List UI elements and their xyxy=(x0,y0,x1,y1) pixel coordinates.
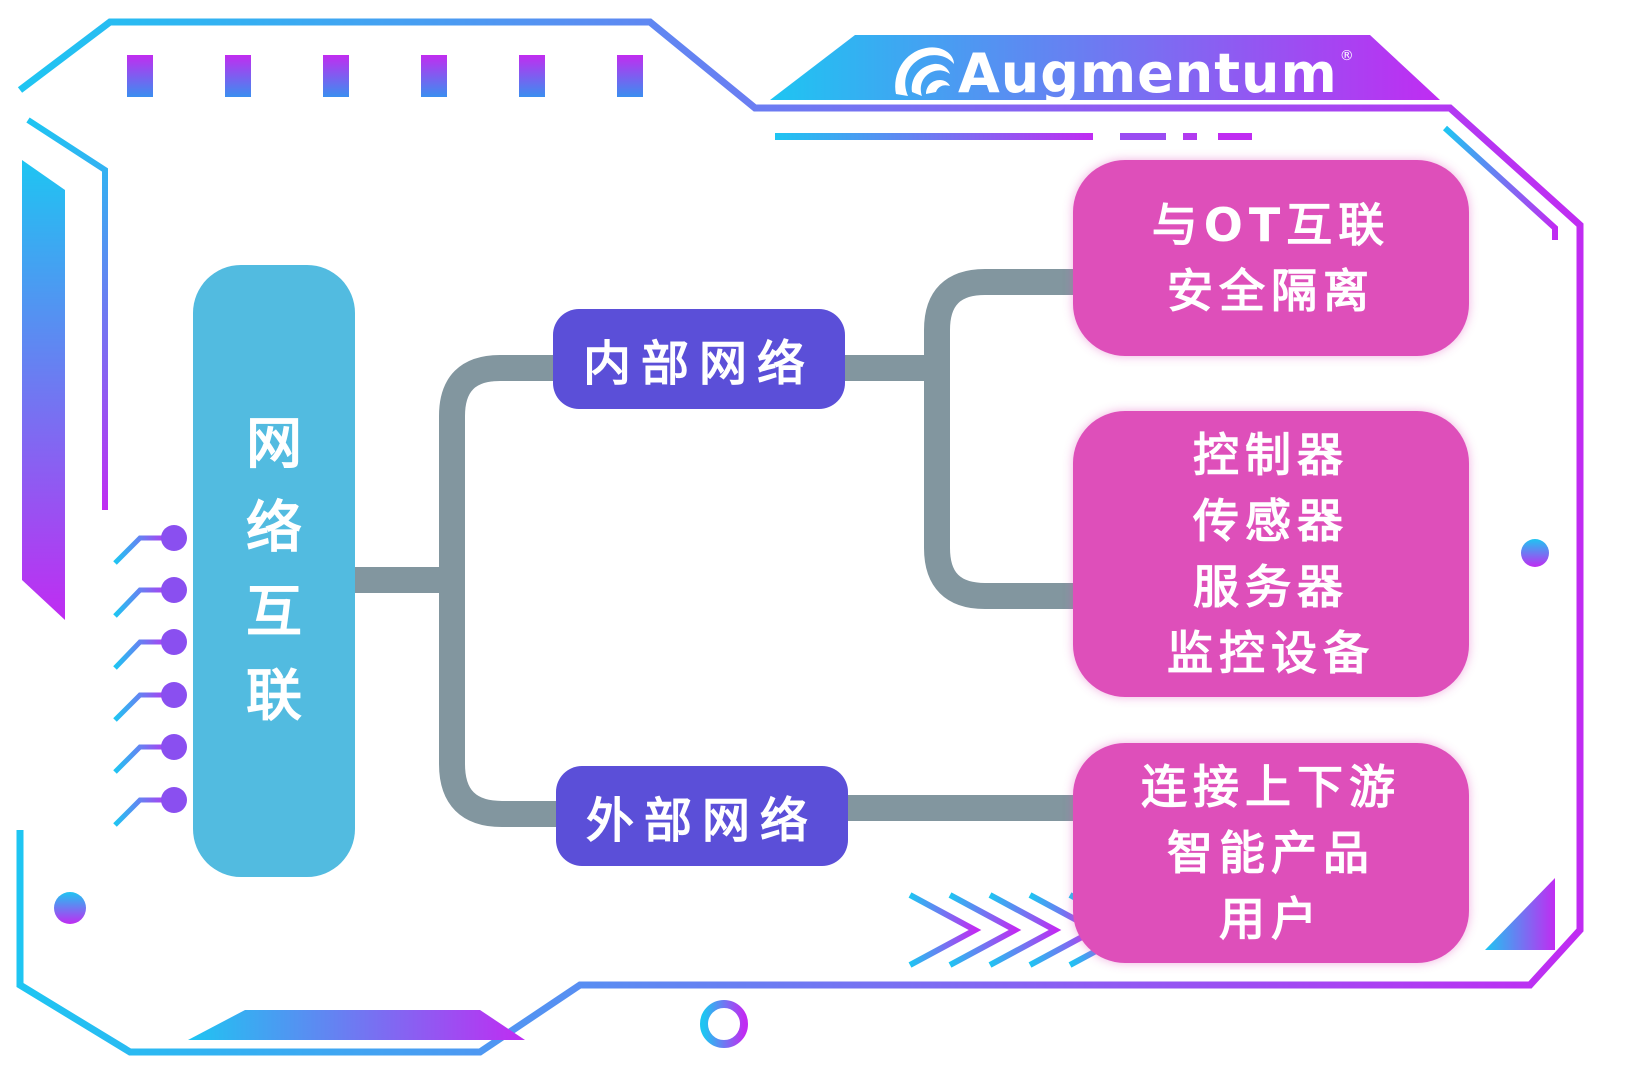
leaf-line: 控制器 xyxy=(1193,428,1349,482)
left-node-dot xyxy=(54,892,86,924)
leaf-node-upstream-downstream: 连接上下游 智能产品 用户 xyxy=(1073,743,1469,963)
branch-label: 外部网络 xyxy=(585,793,818,849)
leaf-node-ot-isolation: 与OT互联 安全隔离 xyxy=(1073,160,1469,356)
leaf-node-devices: 控制器 传感器 服务器 监控设备 xyxy=(1073,411,1469,697)
leaf-line: 监控设备 xyxy=(1167,626,1375,680)
leaf-line: 安全隔离 xyxy=(1167,264,1375,318)
root-char: 互 xyxy=(246,580,302,645)
branch-label: 内部网络 xyxy=(582,336,815,392)
top-bars xyxy=(127,55,643,97)
leaf-line: 服务器 xyxy=(1193,560,1349,614)
branch-node-internal-network: 内部网络 xyxy=(553,309,845,409)
left-accent-wedge xyxy=(22,160,65,620)
root-char: 络 xyxy=(246,496,302,561)
leaf-line: 连接上下游 xyxy=(1141,760,1401,814)
right-node-dot xyxy=(1521,539,1549,567)
root-char: 联 xyxy=(246,664,302,729)
tree-connectors xyxy=(355,269,1073,827)
circuit-dots xyxy=(161,525,187,813)
branch-node-external-network: 外部网络 xyxy=(556,766,848,866)
frame-outline xyxy=(16,18,1584,1056)
bottom-ring xyxy=(700,1000,748,1048)
leaf-line: 智能产品 xyxy=(1167,826,1375,880)
registered-mark: ® xyxy=(1339,48,1354,64)
leaf-line: 用户 xyxy=(1219,892,1323,946)
corner-triangle xyxy=(1485,878,1555,950)
banner-underline xyxy=(775,133,1252,140)
brand-name: Augmentum xyxy=(958,41,1338,105)
wave-swirl-icon xyxy=(895,47,954,96)
bottom-left-banner xyxy=(188,1010,525,1040)
frame-right-inner xyxy=(1442,125,1558,240)
root-char: 网 xyxy=(246,412,302,477)
leaf-line: 与OT互联 xyxy=(1151,198,1391,252)
circuit-connectors xyxy=(113,535,172,827)
brand-logo: Augmentum ® xyxy=(890,38,1354,108)
leaf-line: 传感器 xyxy=(1193,494,1349,548)
frame-left-inner xyxy=(26,117,108,510)
root-node-network-interconnect: 网 络 互 联 xyxy=(193,265,355,877)
